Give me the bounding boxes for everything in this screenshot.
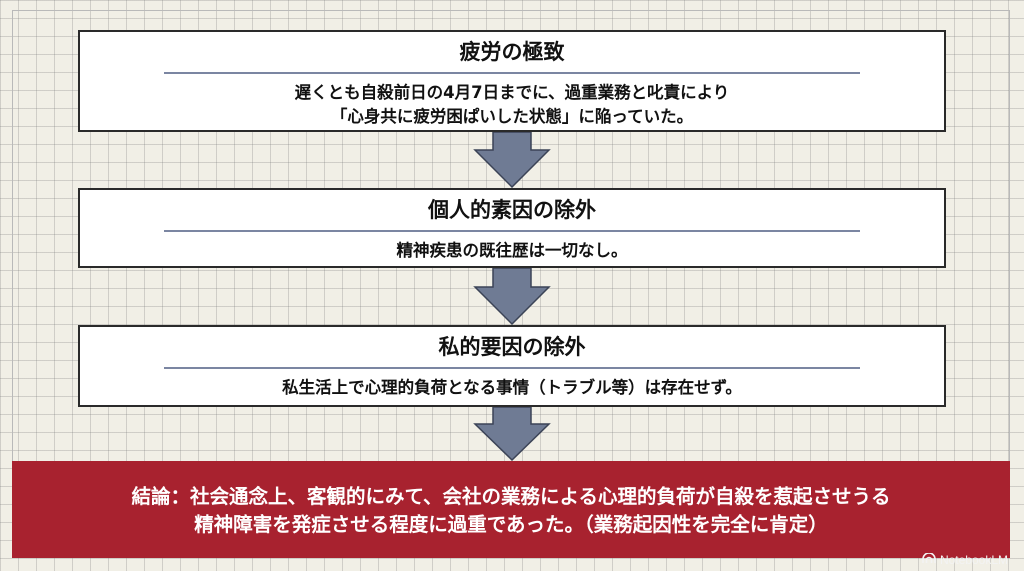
notebooklm-logo-icon (922, 552, 936, 567)
step-title: 疲労の極致 (459, 40, 565, 64)
title-divider (164, 72, 860, 74)
brand-label: NotebookLM (939, 553, 1008, 567)
step-title: 私的要因の除外 (438, 335, 586, 359)
conclusion-banner: 結論：社会通念上、客観的にみて、会社の業務による心理的負荷が自殺を惹起させうる … (12, 461, 1010, 558)
down-arrow-icon (473, 268, 551, 325)
step-body-line: 「心身共に疲労困ぱいした状態」に陥っていた。 (330, 107, 694, 126)
down-arrow-icon (473, 407, 551, 461)
conclusion-line: 精神障害を発症させる程度に過重であった。（業務起因性を完全に肯定） (194, 513, 828, 536)
title-divider (164, 367, 860, 369)
down-arrow-icon (473, 132, 551, 188)
step-box-personal-factors: 個人的素因の除外 精神疾患の既往歴は一切なし。 (78, 188, 946, 268)
step-box-private-factors: 私的要因の除外 私生活上で心理的負荷となる事情（トラブル等）は存在せず。 (78, 325, 946, 407)
step-body-line: 精神疾患の既往歴は一切なし。 (396, 241, 628, 260)
step-title: 個人的素因の除外 (428, 198, 596, 222)
title-divider (164, 230, 860, 232)
brand-watermark: NotebookLM (922, 552, 1008, 567)
step-body-line: 私生活上で心理的負荷となる事情（トラブル等）は存在せず。 (282, 378, 742, 397)
conclusion-line: 結論：社会通念上、客観的にみて、会社の業務による心理的負荷が自殺を惹起させうる (131, 485, 891, 508)
step-box-exhaustion: 疲労の極致 遅くとも自殺前日の4月7日までに、過重業務と叱責により 「心身共に疲… (78, 30, 946, 132)
step-body-line: 遅くとも自殺前日の4月7日までに、過重業務と叱責により (294, 83, 730, 102)
